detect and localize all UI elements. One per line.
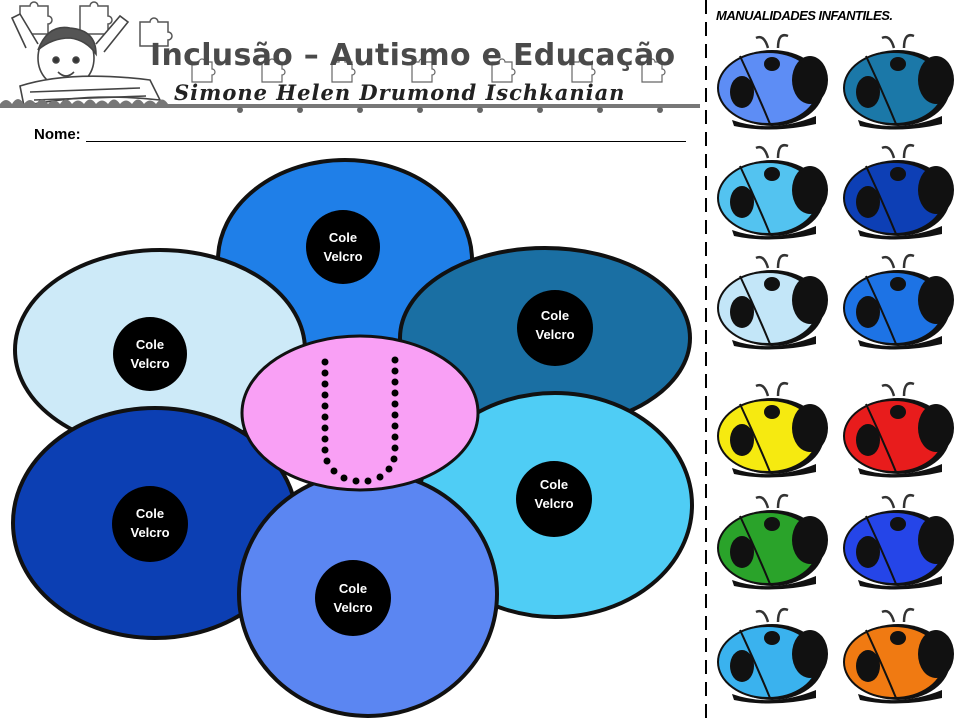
page-title: Inclusão – Autismo e Educação: [150, 38, 676, 73]
worksheet-header: Inclusão – Autismo e Educação Simone Hel…: [0, 0, 700, 118]
velcro-spot[interactable]: [306, 210, 380, 284]
ladybug-icon[interactable]: [838, 30, 958, 130]
author-name: Simone Helen Drumond Ischkanian: [174, 80, 626, 105]
puzzle-piece-icon: [79, 1, 113, 35]
velcro-spot[interactable]: [516, 461, 592, 537]
ladybug-icon[interactable]: [712, 378, 832, 478]
puzzle-piece-icon: [139, 17, 173, 47]
velcro-spot[interactable]: [112, 486, 188, 562]
ladybug-icon[interactable]: [712, 250, 832, 350]
ladybug-icon[interactable]: [838, 490, 958, 590]
name-label: Nome:: [34, 126, 81, 143]
velcro-spot[interactable]: [113, 317, 187, 391]
ladybug-icon[interactable]: [712, 140, 832, 240]
name-writing-line[interactable]: [86, 141, 686, 142]
velcro-spot[interactable]: [315, 560, 391, 636]
flower-graphic: [11, 158, 694, 718]
ladybug-icon[interactable]: [838, 604, 958, 704]
name-field-row: Nome:: [34, 126, 686, 150]
header-decoration: [0, 1, 700, 113]
ladybug-icon[interactable]: [712, 604, 832, 704]
ladybug-icon[interactable]: [712, 490, 832, 590]
dotted-letter-u: [321, 356, 399, 485]
ladybug-icon[interactable]: [838, 250, 958, 350]
flower-center: [240, 334, 480, 492]
ladybug-icon[interactable]: [712, 30, 832, 130]
ladybug-icon[interactable]: [838, 140, 958, 240]
ladybug-icon[interactable]: [838, 378, 958, 478]
cut-line-divider: [705, 0, 707, 720]
sidebar-title: MANUALIDADES INFANTILES.: [716, 8, 893, 23]
velcro-spot[interactable]: [517, 290, 593, 366]
child-illustration: [10, 12, 162, 107]
